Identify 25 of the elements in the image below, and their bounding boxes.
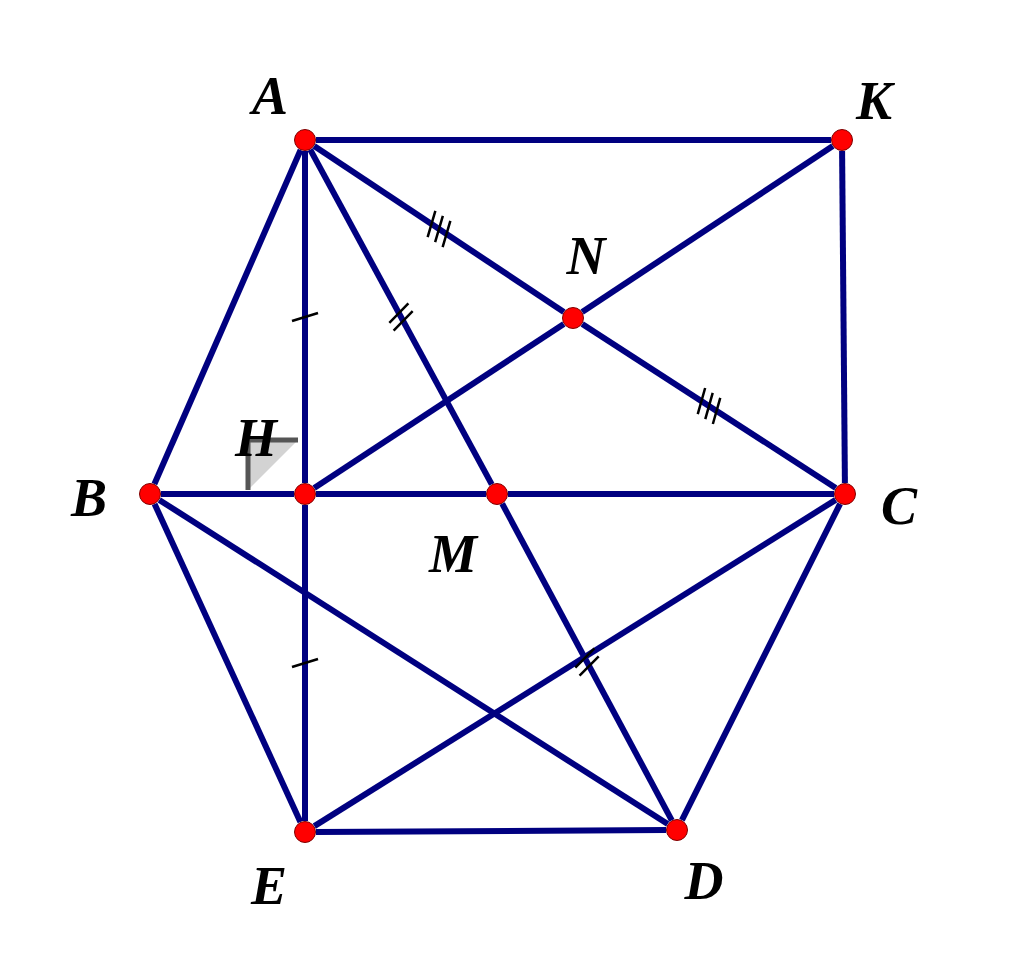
line-segment bbox=[316, 827, 666, 835]
line-segment bbox=[302, 151, 308, 483]
point-label: N bbox=[566, 229, 606, 283]
line-segment bbox=[161, 491, 294, 497]
line-segment bbox=[151, 502, 304, 824]
line-segment bbox=[312, 143, 566, 315]
point-label: D bbox=[684, 854, 724, 908]
line-segment bbox=[499, 502, 675, 822]
line-segment bbox=[580, 321, 838, 491]
line-segment bbox=[151, 148, 304, 486]
line-segment bbox=[839, 150, 848, 484]
line-segment bbox=[316, 491, 486, 497]
point-label: C bbox=[881, 479, 917, 533]
line-segment bbox=[312, 321, 566, 491]
line-segment bbox=[508, 491, 834, 497]
point-label: E bbox=[251, 859, 287, 913]
line-segment bbox=[307, 148, 495, 486]
line-segment bbox=[302, 505, 308, 821]
line-segment bbox=[316, 137, 831, 143]
point-label: B bbox=[71, 471, 107, 525]
line-segment bbox=[580, 143, 835, 315]
line-segment bbox=[312, 497, 838, 829]
line-segment bbox=[679, 502, 843, 822]
point-label: M bbox=[429, 527, 477, 581]
line-segment bbox=[157, 497, 670, 827]
